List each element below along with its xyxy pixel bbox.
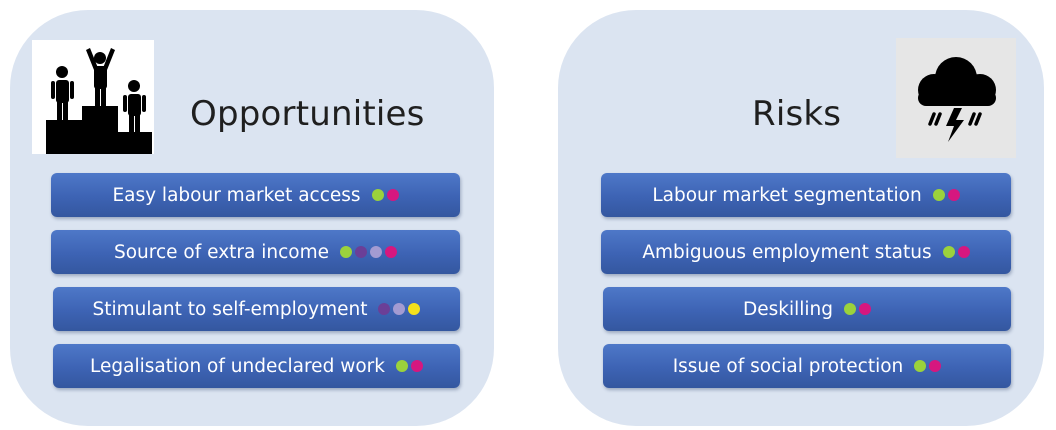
- magenta-indicator-dot: [386, 189, 399, 201]
- green-indicator-dot: [942, 246, 955, 258]
- storm-cloud-icon: [896, 38, 1016, 158]
- risk-item-label: Labour market segmentation: [652, 184, 922, 206]
- risks-title: Risks: [752, 94, 842, 134]
- opportunity-item-label: Stimulant to self-employment: [92, 298, 368, 320]
- magenta-indicator-dot: [957, 246, 970, 258]
- lavender-indicator-dot: [393, 303, 406, 315]
- indicator-dots: [369, 189, 399, 201]
- purple-indicator-dot: [354, 246, 367, 258]
- risk-item-label: Issue of social protection: [672, 355, 904, 377]
- podium-people-icon: [32, 40, 154, 154]
- indicator-dots: [841, 303, 871, 315]
- magenta-indicator-dot: [947, 189, 960, 201]
- indicator-dots: [375, 303, 421, 315]
- opportunity-item: Easy labour market access: [51, 173, 460, 217]
- opportunity-item: Source of extra income: [51, 230, 460, 274]
- opportunity-item-label: Source of extra income: [114, 241, 329, 263]
- magenta-indicator-dot: [410, 360, 423, 372]
- magenta-indicator-dot: [384, 246, 397, 258]
- green-indicator-dot: [932, 189, 945, 201]
- indicator-dots: [930, 189, 960, 201]
- magenta-indicator-dot: [859, 303, 871, 315]
- lavender-indicator-dot: [369, 246, 382, 258]
- opportunities-title: Opportunities: [190, 94, 425, 134]
- green-indicator-dot: [844, 303, 856, 315]
- green-indicator-dot: [371, 189, 384, 201]
- opportunity-item-label: Legalisation of undeclared work: [90, 355, 385, 377]
- green-indicator-dot: [914, 360, 927, 372]
- opportunity-item-label: Easy labour market access: [112, 184, 361, 206]
- risk-item: Issue of social protection: [603, 344, 1011, 388]
- indicator-dots: [911, 360, 942, 372]
- yellow-indicator-dot: [408, 303, 421, 315]
- green-indicator-dot: [339, 246, 352, 258]
- opportunity-item: Legalisation of undeclared work: [53, 344, 460, 388]
- indicator-dots: [337, 246, 397, 258]
- purple-indicator-dot: [378, 303, 391, 315]
- risk-item: Labour market segmentation: [601, 173, 1011, 217]
- risk-item-label: Ambiguous employment status: [642, 241, 932, 263]
- indicator-dots: [940, 246, 970, 258]
- indicator-dots: [393, 360, 423, 372]
- risk-item-label: Deskilling: [742, 298, 833, 320]
- risk-item: Deskilling: [603, 287, 1011, 331]
- opportunity-item: Stimulant to self-employment: [53, 287, 460, 331]
- magenta-indicator-dot: [929, 360, 942, 372]
- green-indicator-dot: [395, 360, 408, 372]
- risk-item: Ambiguous employment status: [601, 230, 1011, 274]
